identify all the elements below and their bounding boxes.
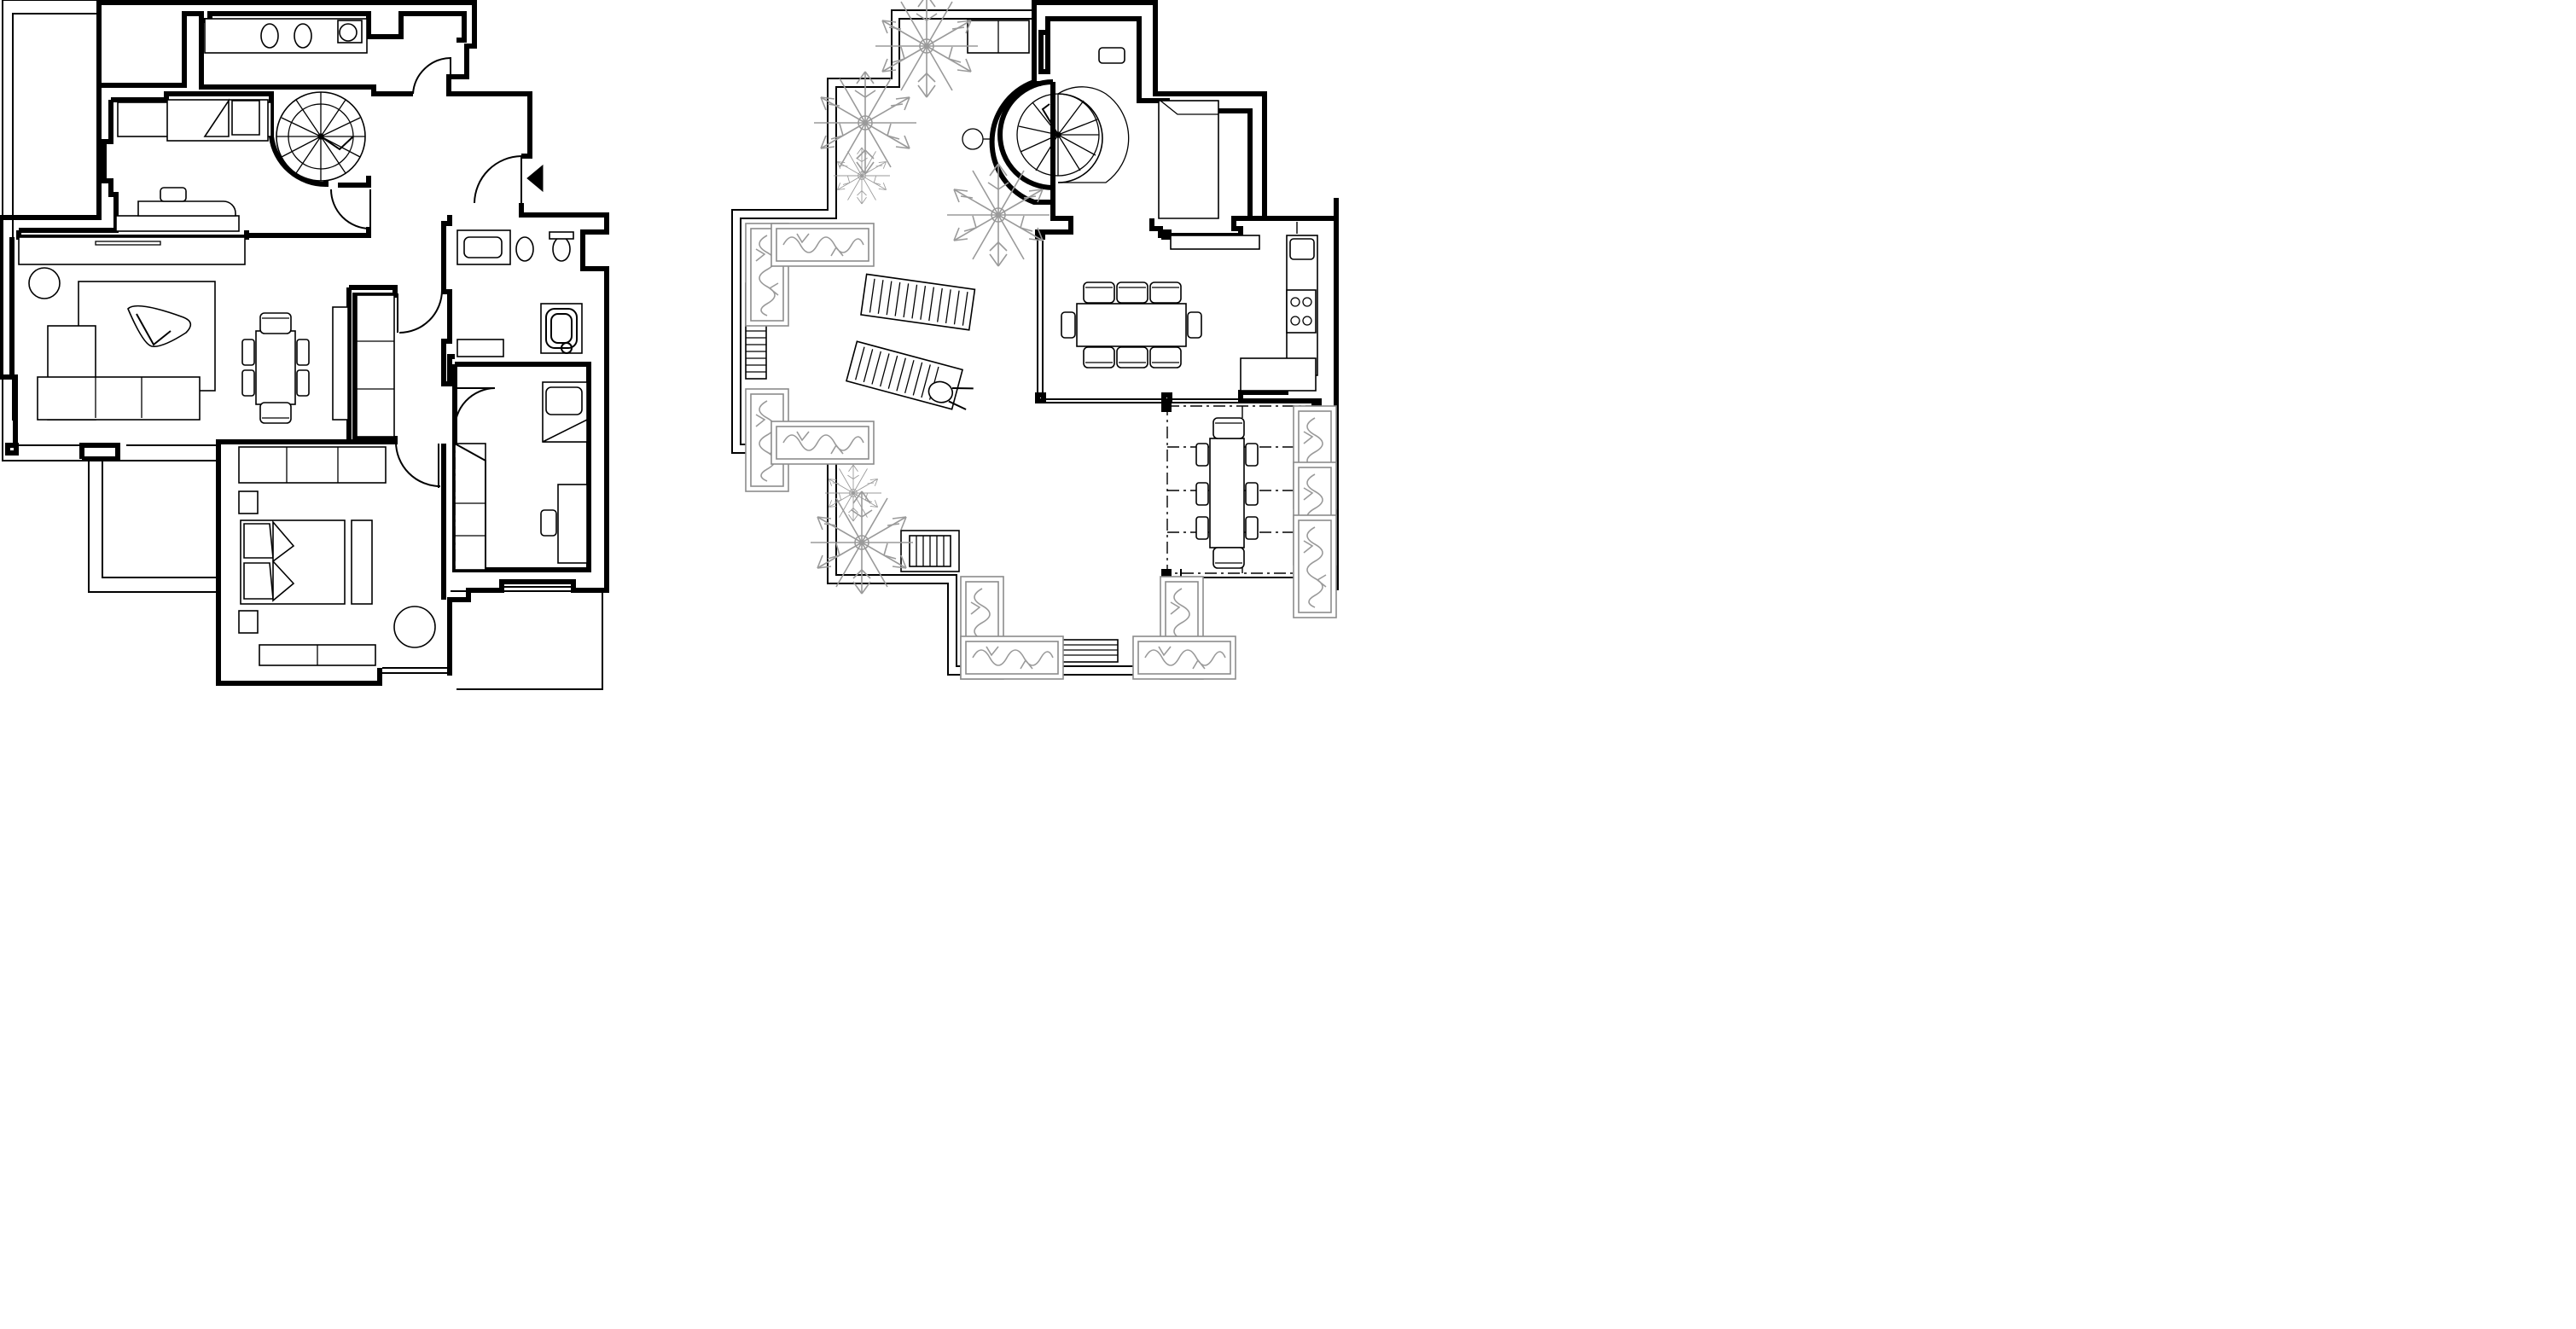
spiral-stair-icon (1016, 86, 1130, 183)
upper-floor-plan (731, 0, 1339, 680)
plant-icon (833, 147, 891, 205)
door-arc (412, 56, 451, 95)
entrance-triangle-icon (526, 164, 544, 193)
plant-icon (810, 490, 914, 595)
plant-icon (824, 464, 882, 522)
sun-lounger (860, 273, 976, 331)
door-arc (398, 289, 443, 334)
door-arc (395, 441, 441, 487)
door-arc (330, 189, 371, 230)
lower-floor-plan (0, 0, 609, 690)
sun-lounger (845, 340, 974, 410)
door-arc (474, 154, 522, 204)
plant-icon (946, 163, 1050, 267)
spiral-stair-icon (276, 91, 366, 182)
plant-icon (813, 71, 917, 175)
door-arc (453, 387, 496, 432)
